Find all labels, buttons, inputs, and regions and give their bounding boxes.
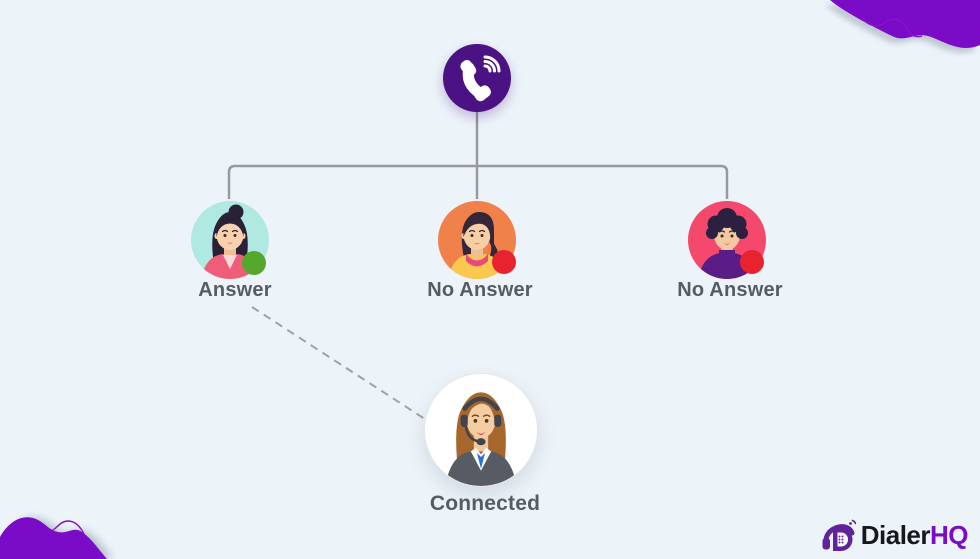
logo-text-hq: HQ <box>930 519 969 550</box>
branch-label-answer: Answer <box>198 279 272 301</box>
avatar-support-agent <box>445 392 517 486</box>
connected-agent-node <box>424 373 538 487</box>
branch-label-no-answer-1: No Answer <box>427 279 533 301</box>
branch-label-no-answer-2: No Answer <box>677 279 783 301</box>
avatar-person-afro <box>688 201 766 279</box>
branch-node-no-answer-2 <box>687 200 767 280</box>
logo-wordmark: DialerHQ <box>860 519 969 551</box>
dialerhq-logo-mark-icon <box>822 519 856 551</box>
incoming-call-node <box>443 44 511 112</box>
branch-node-no-answer-1 <box>437 200 517 280</box>
logo-text-dialer: Dialer <box>860 519 931 550</box>
status-dot-missed <box>492 250 516 274</box>
phone-waves-icon <box>460 55 501 102</box>
avatar-woman-ponytail <box>438 201 516 279</box>
connector-branch-rail <box>227 164 729 199</box>
dialerhq-logo: DialerHQ <box>820 517 969 553</box>
connector-answer-to-connected-dashed <box>251 306 429 422</box>
status-dot-missed <box>740 250 764 274</box>
branch-node-answer <box>190 200 270 280</box>
connected-label: Connected <box>429 492 541 515</box>
status-dot-answered <box>242 251 266 275</box>
avatar-woman-bun <box>191 201 269 279</box>
